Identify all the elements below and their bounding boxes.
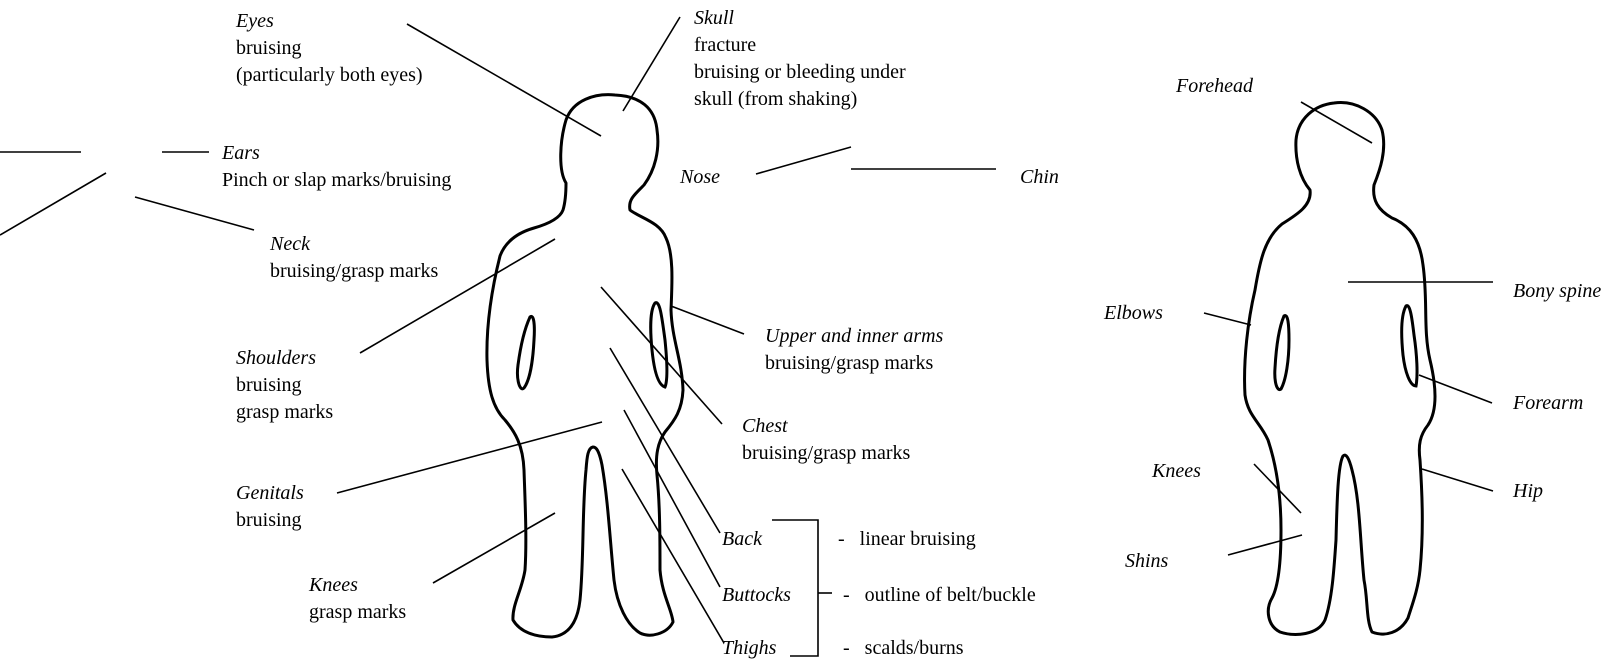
- genitals-label: Genitals bruising: [236, 480, 304, 534]
- chin-label: Chin: [1020, 164, 1059, 191]
- chest-detail-1: bruising/grasp marks: [742, 440, 910, 467]
- forearm-label: Forearm: [1513, 390, 1583, 417]
- eyes-label: Eyes bruising (particularly both eyes): [236, 8, 423, 89]
- back-note-3: - scalds/burns: [843, 635, 964, 662]
- nose-label: Nose: [680, 164, 720, 191]
- knees-leader: [433, 513, 555, 583]
- upper-arms-title: Upper and inner arms: [765, 323, 943, 350]
- neck-title: Neck: [270, 231, 438, 258]
- buttocks-title: Buttocks: [722, 584, 791, 606]
- skull-leader: [623, 17, 680, 111]
- shins-label: Shins: [1125, 548, 1168, 575]
- knees-label: Knees grasp marks: [309, 572, 406, 626]
- upper-arms-label: Upper and inner arms bruising/grasp mark…: [765, 323, 943, 377]
- shoulders-detail-2: grasp marks: [236, 399, 333, 426]
- bony-spine-label: Bony spine: [1513, 278, 1601, 305]
- back-note-2: - outline of belt/buckle: [843, 582, 1036, 609]
- skull-title: Skull: [694, 5, 906, 32]
- rear-knees-title: Knees: [1152, 460, 1201, 482]
- bony-spine-title: Bony spine: [1513, 280, 1601, 302]
- forehead-title: Forehead: [1176, 75, 1253, 97]
- skull-label: Skull fracture bruising or bleeding unde…: [694, 5, 906, 113]
- thighs-title: Thighs: [722, 637, 776, 659]
- upper-arms-leader: [671, 306, 744, 334]
- skull-detail-3: skull (from shaking): [694, 86, 906, 113]
- nose-title: Nose: [680, 166, 720, 188]
- shoulders-label: Shoulders bruising grasp marks: [236, 345, 333, 426]
- upper-arms-detail-1: bruising/grasp marks: [765, 350, 943, 377]
- forehead-label: Forehead: [1176, 73, 1253, 100]
- eyes-detail-1: bruising: [236, 35, 423, 62]
- shoulders-title: Shoulders: [236, 345, 333, 372]
- front-left-arm-gap: [517, 317, 534, 389]
- chin-title: Chin: [1020, 166, 1059, 188]
- back-leader: [610, 348, 720, 533]
- elbows-title: Elbows: [1104, 302, 1163, 324]
- nose-leader: [756, 147, 851, 174]
- eyes-leader: [407, 24, 601, 136]
- neck-detail-1: bruising/grasp marks: [270, 258, 438, 285]
- hip-leader: [1422, 469, 1493, 491]
- chest-title: Chest: [742, 413, 910, 440]
- ears-label: Ears Pinch or slap marks/bruising: [222, 140, 451, 194]
- hip-label: Hip: [1513, 478, 1543, 505]
- genitals-title: Genitals: [236, 480, 304, 507]
- neck-label: Neck bruising/grasp marks: [270, 231, 438, 285]
- forearm-leader: [1419, 375, 1492, 403]
- shins-title: Shins: [1125, 550, 1168, 572]
- buttocks-label: Buttocks: [722, 582, 791, 609]
- rear-left-arm-gap: [1275, 316, 1289, 390]
- thighs-label: Thighs: [722, 635, 776, 662]
- back-note-1: - linear bruising: [838, 526, 976, 553]
- neck-leader: [135, 197, 254, 230]
- genitals-leader: [337, 422, 602, 493]
- eyes-detail-2: (particularly both eyes): [236, 62, 423, 89]
- rear-knees-label: Knees: [1152, 458, 1201, 485]
- hip-title: Hip: [1513, 480, 1543, 502]
- back-label: Back: [722, 526, 762, 553]
- back-title: Back: [722, 528, 762, 550]
- ears-detail-1: Pinch or slap marks/bruising: [222, 167, 451, 194]
- chest-leader: [601, 287, 722, 424]
- rear-right-arm-gap: [1402, 306, 1417, 386]
- front-right-arm-gap: [651, 303, 667, 387]
- shoulders-detail-1: bruising: [236, 372, 333, 399]
- knees-title: Knees: [309, 572, 406, 599]
- eyes-title: Eyes: [236, 8, 423, 35]
- chest-label: Chest bruising/grasp marks: [742, 413, 910, 467]
- knees-detail-1: grasp marks: [309, 599, 406, 626]
- genitals-detail-1: bruising: [236, 507, 304, 534]
- elbows-leader: [1204, 313, 1251, 325]
- shins-leader: [1228, 535, 1302, 555]
- elbows-label: Elbows: [1104, 300, 1163, 327]
- ears-title: Ears: [222, 140, 451, 167]
- skull-detail-2: bruising or bleeding under: [694, 59, 906, 86]
- forearm-title: Forearm: [1513, 392, 1583, 414]
- ears-leader-diagonal: [0, 173, 106, 235]
- skull-detail-1: fracture: [694, 32, 906, 59]
